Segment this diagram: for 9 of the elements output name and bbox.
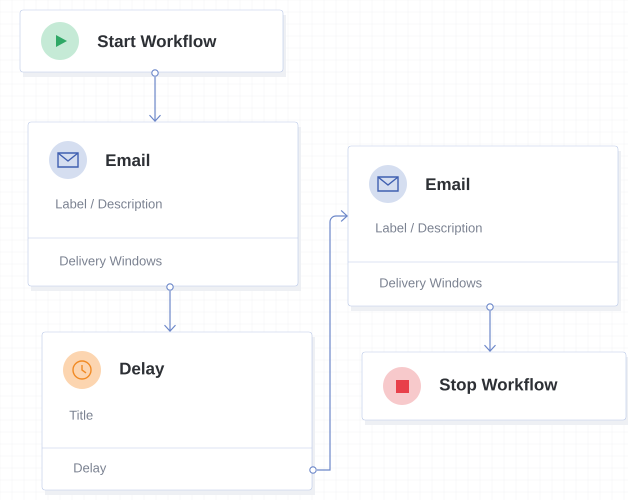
arrow bbox=[484, 311, 496, 352]
step-card: Email Label / Description Delivery Windows bbox=[348, 146, 621, 311]
arrow bbox=[317, 210, 348, 471]
step-card: Email Label / Description Delivery Windows bbox=[28, 122, 301, 291]
arrow bbox=[164, 291, 176, 332]
arrow bbox=[149, 77, 161, 122]
step-card: Delay Title Delay bbox=[42, 332, 315, 495]
step-card: Stop Workflow bbox=[362, 352, 628, 425]
step-card: Start Workflow bbox=[20, 10, 286, 77]
